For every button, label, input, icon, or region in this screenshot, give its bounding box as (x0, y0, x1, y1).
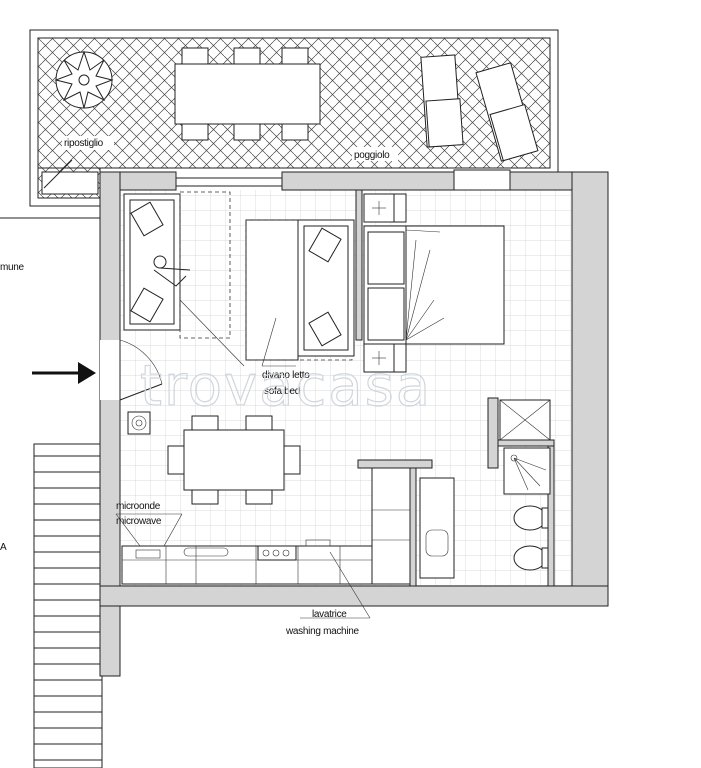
person-icon (153, 255, 191, 287)
microwave-label-it: microonde (116, 501, 161, 512)
stairs-mark: A (0, 542, 7, 553)
stairs (33, 443, 103, 768)
washer-label-en: washing machine (285, 626, 360, 637)
stove-icon (257, 545, 297, 561)
arrow-right-icon (32, 362, 96, 384)
bathroom (419, 399, 551, 579)
dining-table (167, 415, 301, 505)
windows (175, 169, 511, 191)
watermark: trovacasa (140, 354, 432, 419)
washer-label-it: lavatrice (312, 609, 347, 620)
shower-icon (503, 447, 551, 495)
entry-door (100, 339, 163, 401)
kitchen: microonde microwave (115, 467, 411, 585)
microwave-label-en: microwave (116, 516, 162, 527)
common-area-label: mune (0, 262, 25, 273)
plant-icon (54, 50, 114, 109)
living-area: divano letto sofa bed (123, 191, 355, 435)
bedroom (363, 193, 505, 373)
balcony: ripostiglio poggiolo (29, 29, 559, 207)
common-area: mune A (0, 217, 100, 553)
storage-label: ripostiglio (64, 138, 104, 149)
washer-callout: lavatrice washing machine (285, 551, 371, 637)
balcony-label: poggiolo (354, 150, 390, 161)
sofa-bed-label-it: divano letto (262, 370, 310, 381)
sofa-bed-label-en: sofa bed (264, 386, 300, 397)
